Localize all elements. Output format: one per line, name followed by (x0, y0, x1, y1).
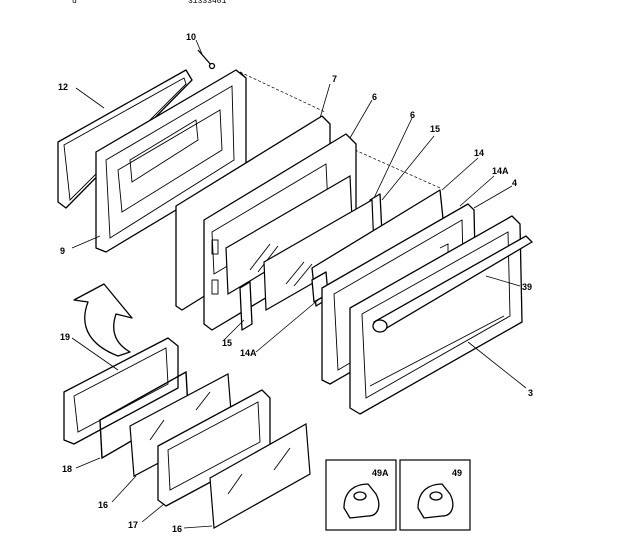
callout-49: 49 (452, 468, 462, 478)
curved-arrow-icon (73, 283, 133, 357)
callout-15-upper: 15 (430, 124, 440, 134)
callout-16-upper: 16 (98, 500, 108, 510)
callout-14: 14 (474, 148, 484, 158)
part-10-screw (197, 49, 216, 70)
inset-part-49a (325, 459, 397, 531)
callout-7: 7 (332, 74, 337, 84)
callout-4: 4 (512, 178, 517, 188)
part-9-outer-door-frame (95, 69, 247, 253)
callout-39: 39 (522, 282, 532, 292)
callout-labels: 10 12 7 6 6 15 14 14A 4 39 3 9 15 14A 19… (58, 32, 533, 534)
part-39-door-handle (372, 235, 533, 333)
callout-17: 17 (128, 520, 138, 530)
callout-49a: 49A (372, 468, 389, 478)
part-16-glass-lower (209, 423, 311, 529)
callout-19: 19 (60, 332, 70, 342)
part-19-frame (63, 337, 179, 445)
callout-16-lower: 16 (172, 524, 182, 534)
inset-part-49 (399, 459, 471, 531)
callout-9: 9 (60, 246, 65, 256)
callout-18: 18 (62, 464, 72, 474)
callout-10: 10 (186, 32, 196, 42)
callout-15-lower: 15 (222, 338, 232, 348)
header-mark: u (72, 0, 77, 6)
callout-3: 3 (528, 388, 533, 398)
callout-12: 12 (58, 82, 68, 92)
callout-14a-lower: 14A (240, 348, 257, 358)
header-code: 31333401 (188, 0, 227, 6)
callout-6-upper: 6 (372, 92, 377, 102)
callout-6-lower: 6 (410, 110, 415, 120)
callout-14a-upper: 14A (492, 166, 509, 176)
leader-lines (71, 39, 527, 529)
part-15-bracket-lower (239, 281, 253, 331)
